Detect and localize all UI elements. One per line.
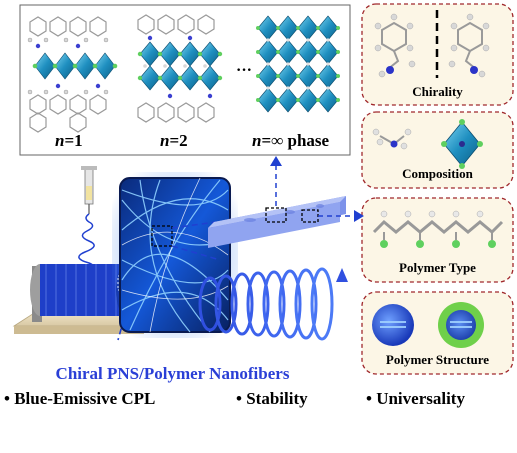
feature-universality: • Universality <box>366 389 465 408</box>
helix-arrow-head <box>336 268 348 282</box>
figure-title: Chiral PNS/Polymer Nanofibers <box>55 364 290 383</box>
structure-n-infinity <box>257 15 339 113</box>
callout-arrows <box>275 164 356 217</box>
label-composition: Composition <box>402 166 473 181</box>
phase-label-n-infinity: n=∞ phase <box>252 131 330 150</box>
card-chirality <box>361 3 514 106</box>
label-chirality: Chirality <box>412 84 463 99</box>
single-fiber <box>208 196 346 248</box>
phase-label-n1: n=1 <box>55 131 83 150</box>
fiber-zoom-lines <box>171 221 221 261</box>
halide-atoms <box>256 26 340 102</box>
cpl-helix <box>198 267 334 341</box>
card-composition <box>361 111 514 189</box>
label-polymer-structure: Polymer Structure <box>385 352 490 367</box>
structure-n2 <box>137 14 223 123</box>
card-polymer-structure <box>361 291 514 375</box>
phase-label-n2: n=2 <box>160 131 188 150</box>
feature-stability: • Stability <box>236 389 308 408</box>
card-polymer-type <box>361 197 514 283</box>
label-polymer-type: Polymer Type <box>399 260 476 275</box>
nanofiber-panel <box>112 172 238 338</box>
ellipsis-mark: ··· <box>236 62 252 79</box>
arrow-up-head <box>270 156 282 166</box>
feature-blue-emissive-cpl: • Blue-Emissive CPL <box>4 389 156 408</box>
arrow-right-head <box>354 210 364 222</box>
cation-atoms <box>266 38 330 90</box>
structure-n1 <box>27 16 118 133</box>
